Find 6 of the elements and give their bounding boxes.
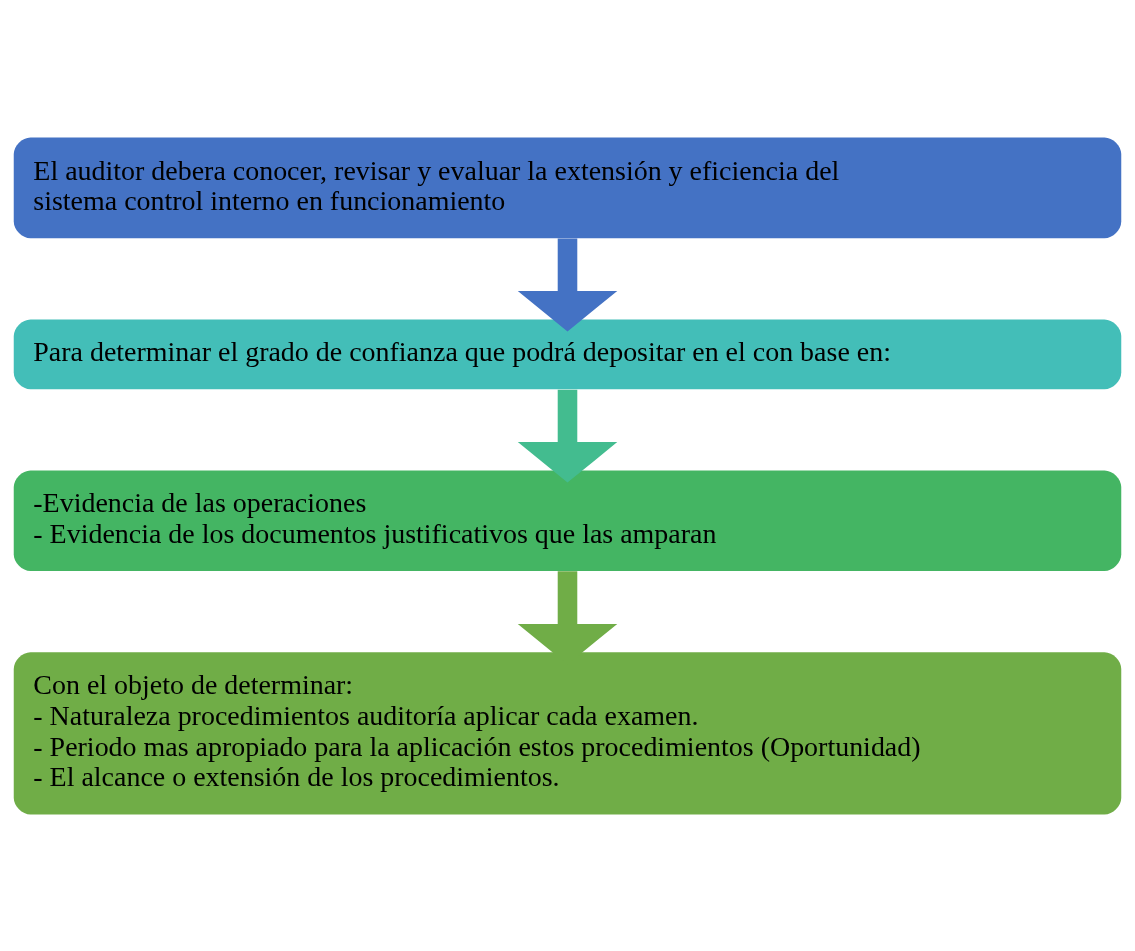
- node-box: El auditor debera conocer, revisar y evaluar la extensión y eficiencia del sistema control interno en funcionamiento: [13, 137, 1122, 238]
- node-box: Con el objeto de determinar: - Naturaleza procedimientos auditoría aplicar cada examen. - Periodo mas apropiado para la aplicación estos procedimientos (Oportunidad) - El alcance o extensión de los procedimientos.: [13, 651, 1122, 814]
- arrow: [517, 389, 618, 483]
- node-box: -Evidencia de las operaciones - Evidencia de los documentos justificativos que las amparan: [13, 469, 1122, 571]
- arrow: [517, 237, 618, 332]
- node-box: Para determinar el grado de confianza que podrá depositar en el con base en:: [13, 318, 1122, 389]
